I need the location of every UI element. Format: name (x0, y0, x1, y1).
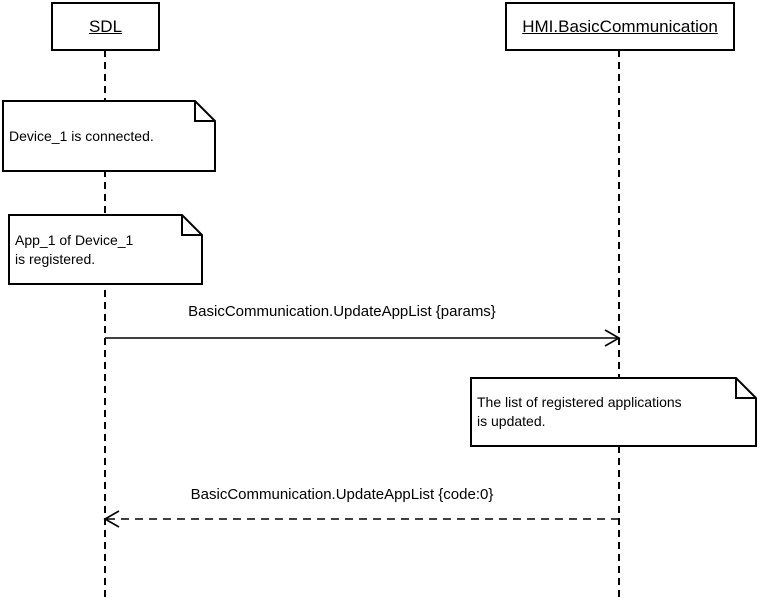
note-fold-icon (194, 101, 215, 122)
participant-sdl-label: SDL (88, 16, 123, 36)
note-outline (470, 377, 757, 447)
message-label-updateapplist-response: BasicCommunication.UpdateAppList {code:0… (190, 486, 494, 503)
arrowhead-right-icon (604, 329, 621, 347)
note-outline (8, 214, 203, 285)
note-device-connected: Device_1 is connected. (2, 100, 216, 172)
note-app-registered: App_1 of Device_1 is registered. (8, 214, 203, 285)
note-text: Device_1 is connected. (2, 100, 194, 172)
note-outline (2, 100, 216, 172)
note-shape (2, 100, 216, 172)
note-list-updated: The list of registered applications is u… (470, 377, 757, 447)
arrowhead-left-icon (103, 510, 120, 528)
note-line: The list of registered applications (477, 394, 682, 410)
note-line: is registered. (15, 250, 96, 267)
participant-hmi-label: HMI.BasicCommunication (522, 16, 718, 36)
note-line: App_1 of Device_1 (15, 231, 134, 248)
note-shape (470, 377, 757, 447)
note-line: Device_1 is connected. (9, 127, 154, 144)
note-fold-icon (735, 378, 756, 399)
participant-hmi: HMI.BasicCommunication (505, 2, 735, 51)
message-label-updateapplist-request: BasicCommunication.UpdateAppList {params… (188, 303, 496, 320)
note-text: App_1 of Device_1 is registered. (8, 214, 181, 285)
note-line: is updated. (477, 413, 546, 429)
participant-sdl: SDL (51, 2, 160, 51)
note-text: The list of registered applications is u… (470, 377, 735, 447)
note-shape (8, 214, 203, 285)
note-fold-icon (181, 215, 202, 236)
